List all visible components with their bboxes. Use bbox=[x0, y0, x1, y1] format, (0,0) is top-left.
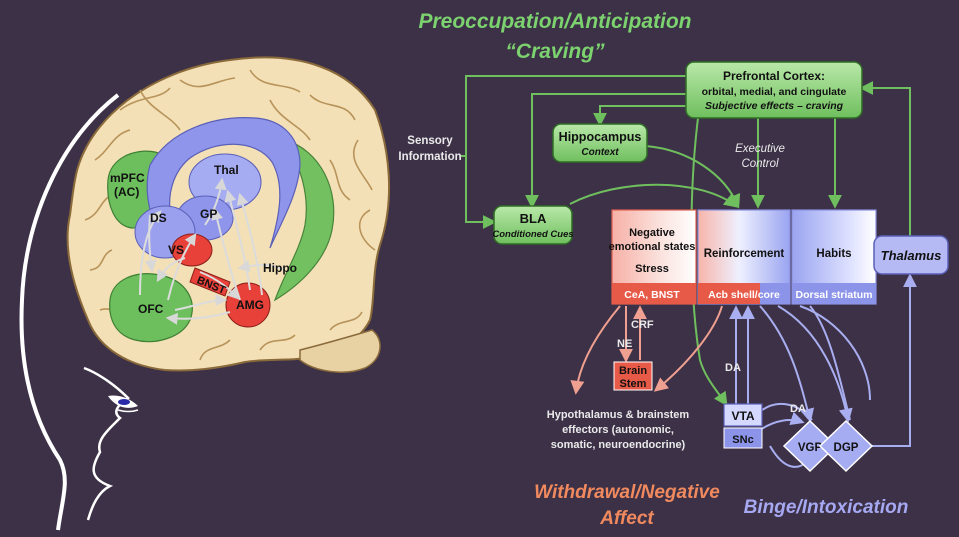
ofc-label: OFC bbox=[138, 302, 164, 316]
vs-label: VS bbox=[168, 243, 184, 257]
dgp-node: DGP bbox=[818, 419, 874, 473]
negative-states-node: Negative emotional states Stress CeA, BN… bbox=[609, 209, 697, 305]
cerebellum bbox=[299, 329, 381, 373]
pfc-title: Prefrontal Cortex: bbox=[723, 69, 825, 83]
da-label-snc: DA bbox=[790, 403, 806, 415]
thalamus-label: Thalamus bbox=[881, 248, 942, 263]
somatic-label: somatic, neuroendocrine) bbox=[551, 439, 686, 451]
habits-node: Habits Dorsal striatum bbox=[791, 209, 877, 305]
brain-label-group: mPFC (AC) Thal DS GP VS Hippo OFC AMG bbox=[110, 163, 297, 316]
snc-node: SNc bbox=[723, 427, 763, 449]
hippo-region bbox=[273, 139, 335, 302]
hippo-label: Hippo bbox=[263, 261, 297, 275]
blue-arrows bbox=[729, 273, 917, 468]
bla-cues: Conditioned Cues bbox=[492, 229, 573, 240]
reinforcement-node: Reinforcement Acb shell/core bbox=[697, 209, 791, 305]
craving-heading: “Craving” bbox=[505, 40, 605, 63]
head-illustration: mPFC (AC) Thal DS GP VS Hippo OFC AMG BN… bbox=[19, 56, 391, 531]
bla-node: BLA Conditioned Cues bbox=[492, 205, 574, 245]
sensory-label: Sensory bbox=[407, 135, 453, 147]
habits-label: Habits bbox=[816, 248, 851, 260]
thalamus-node: Thalamus bbox=[873, 235, 949, 275]
green-arrows bbox=[460, 75, 911, 407]
vgp-label: VGP bbox=[798, 442, 823, 454]
pfc-node: Prefrontal Cortex: orbital, medial, and … bbox=[685, 61, 863, 119]
vgp-node: VGP bbox=[782, 419, 838, 473]
iris-icon bbox=[118, 399, 130, 405]
amg-label: AMG bbox=[236, 298, 264, 312]
withdrawal-heading: Withdrawal/Negative bbox=[534, 482, 720, 503]
da-label-vta: DA bbox=[725, 362, 741, 374]
acb-label: Acb shell/core bbox=[708, 289, 780, 301]
stress-label: Stress bbox=[635, 263, 669, 275]
thal-label: Thal bbox=[214, 163, 239, 177]
face-profile bbox=[83, 366, 130, 521]
cea-bnst-label: CeA, BNST bbox=[624, 289, 680, 301]
hippocampus-node: Hippocampus Context bbox=[552, 123, 648, 163]
vta-node: VTA bbox=[723, 403, 763, 427]
dorsal-striatum-label: Dorsal striatum bbox=[795, 289, 872, 301]
control-label: Control bbox=[741, 158, 779, 170]
executive-label: Executive bbox=[735, 143, 785, 155]
hypothalamus-label: Hypothalamus & brainstem bbox=[547, 409, 690, 421]
bla-title: BLA bbox=[520, 211, 547, 226]
binge-heading: Binge/Intoxication bbox=[744, 497, 909, 518]
brain-label: Brain bbox=[619, 365, 647, 377]
hippocampus-context: Context bbox=[581, 147, 619, 158]
negative-label: Negative bbox=[629, 227, 675, 239]
crf-label: CRF bbox=[631, 319, 654, 331]
stem-label: Stem bbox=[620, 378, 647, 390]
dgp-label: DGP bbox=[834, 442, 859, 454]
emotional-states-label: emotional states bbox=[609, 241, 696, 253]
affect-heading: Affect bbox=[599, 508, 654, 529]
brain-arrows bbox=[139, 177, 286, 325]
mpfc-label: mPFC bbox=[110, 171, 145, 185]
ne-label: NE bbox=[617, 338, 632, 350]
pfc-craving: Subjective effects – craving bbox=[705, 100, 844, 112]
preoccupation-heading: Preoccupation/Anticipation bbox=[418, 10, 691, 33]
pfc-subtitle: orbital, medial, and cingulate bbox=[702, 86, 847, 98]
reinforcement-label: Reinforcement bbox=[704, 248, 785, 260]
head-outline bbox=[19, 93, 120, 531]
snc-label: SNc bbox=[732, 434, 753, 446]
vta-label: VTA bbox=[731, 409, 754, 423]
information-label: Information bbox=[398, 151, 461, 163]
hippocampus-title: Hippocampus bbox=[559, 130, 642, 144]
mpfc-ac-label: (AC) bbox=[114, 185, 139, 199]
brainstem-node: Brain Stem bbox=[613, 361, 653, 391]
ds-label: DS bbox=[150, 211, 167, 225]
gp-label: GP bbox=[200, 207, 217, 221]
effectors-label: effectors (autonomic, bbox=[562, 424, 674, 436]
pink-arrows bbox=[570, 305, 723, 395]
